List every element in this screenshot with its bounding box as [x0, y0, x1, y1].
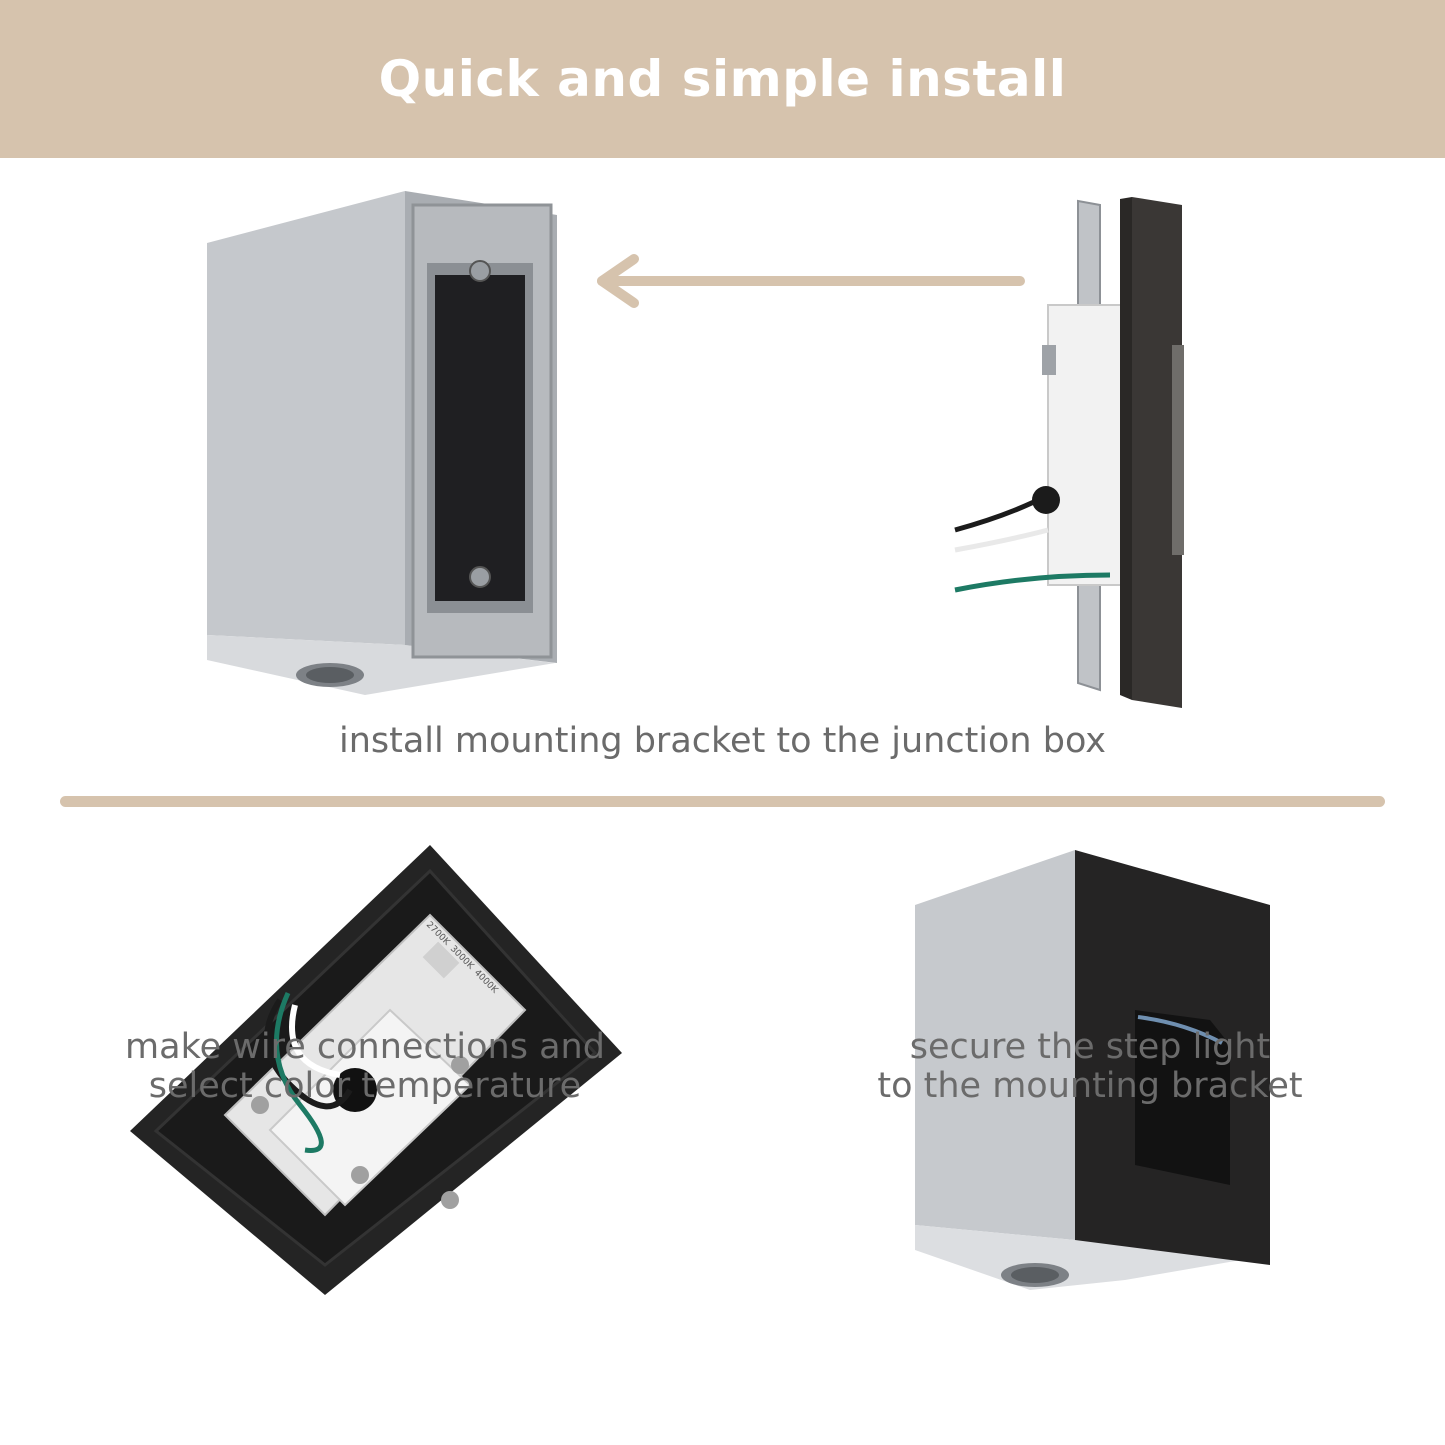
page-title: Quick and simple install — [378, 50, 1067, 108]
caption-line-1: make wire connections and — [125, 1027, 605, 1067]
caption-line-1: secure the step light — [909, 1027, 1271, 1067]
junction-box-illustration — [207, 191, 557, 695]
caption-line: install mounting bracket to the junction… — [338, 721, 1107, 761]
step-caption-install-bracket: install mounting bracket to the junction… — [0, 721, 1445, 761]
caption-line-2: to the mounting bracket — [877, 1066, 1303, 1107]
header-banner: Quick and simple install — [0, 0, 1445, 158]
section-divider — [60, 796, 1385, 807]
wire-connections-illustration: 2700K 3000K 4000K — [130, 845, 622, 1295]
caption-line-2: select color temperature — [148, 1066, 582, 1107]
step-caption-wire-connections: make wire connections and select color t… — [40, 1027, 690, 1107]
assembled-step-light-illustration — [915, 850, 1270, 1290]
step-light-side-illustration — [954, 197, 1184, 708]
step-caption-secure-light: secure the step light to the mounting br… — [770, 1027, 1410, 1107]
arrow-left-icon — [597, 254, 1025, 308]
